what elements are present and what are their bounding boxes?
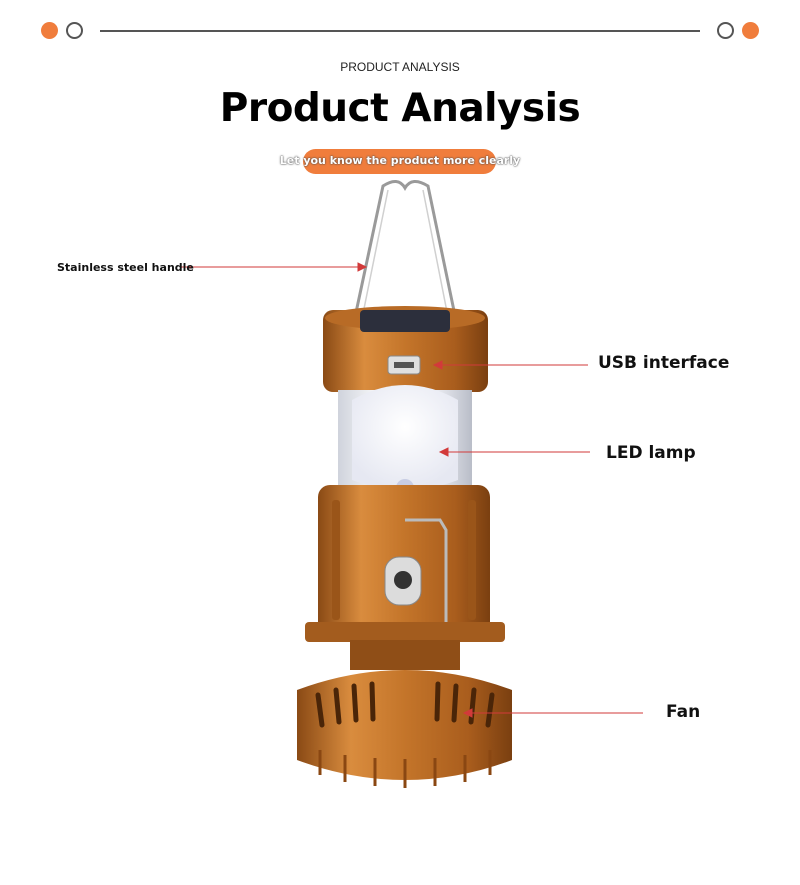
header-divider <box>100 30 700 32</box>
callout-handle: Stainless steel handle <box>57 261 194 274</box>
led-glass <box>338 385 472 497</box>
middle-body <box>305 485 505 648</box>
eyebrow-text: PRODUCT ANALYSIS <box>340 60 460 74</box>
subtitle-text: Let you know the product more clearly <box>279 154 521 167</box>
page-title: Product Analysis <box>219 86 581 131</box>
subtitle-pill <box>303 149 496 174</box>
fan-base <box>297 640 512 788</box>
callout-usb: USB interface <box>598 353 730 373</box>
decor-dot-left-filled <box>41 22 58 39</box>
callout-led: LED lamp <box>606 443 696 463</box>
decor-dot-left-ring <box>66 22 83 39</box>
decor-dot-right-ring <box>717 22 734 39</box>
decor-dot-right-filled <box>742 22 759 39</box>
callout-pointers <box>180 262 643 718</box>
callout-fan: Fan <box>666 702 701 722</box>
top-cap <box>323 306 488 392</box>
